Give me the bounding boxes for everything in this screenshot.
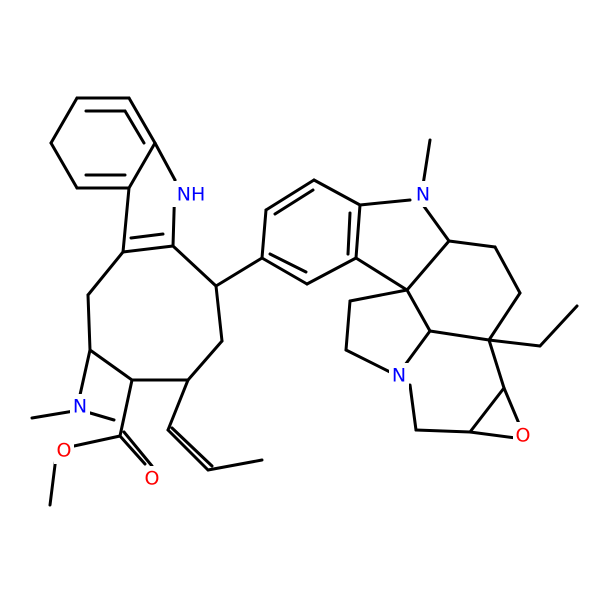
- bond-line: [348, 288, 409, 303]
- bond-line: [405, 239, 451, 292]
- bond-lines: [30, 96, 579, 507]
- bond-line: [214, 256, 264, 288]
- bond-line: [214, 284, 224, 343]
- bond-line: [487, 291, 522, 342]
- bond-line: [171, 244, 218, 288]
- bond-line: [268, 252, 308, 274]
- atom-label-bridge-n-methyl: N: [70, 394, 90, 420]
- bond-line: [403, 329, 432, 367]
- bond-line: [118, 378, 134, 438]
- bond-line: [186, 339, 224, 382]
- bond-line: [49, 141, 79, 190]
- bond-line: [346, 211, 352, 256]
- bond-line: [414, 428, 472, 434]
- bond-line: [273, 188, 315, 216]
- bond-line: [86, 293, 92, 352]
- bond-line: [487, 338, 542, 348]
- bond-line: [421, 203, 451, 243]
- bond-line: [88, 348, 134, 382]
- bond-line: [358, 198, 412, 207]
- bond-line: [121, 244, 175, 254]
- bond-line: [72, 434, 122, 448]
- bond-line: [127, 141, 157, 190]
- bond-line: [127, 96, 157, 145]
- bond-line: [48, 455, 58, 507]
- bond-line: [78, 348, 92, 397]
- bond-line: [122, 430, 154, 468]
- bond-line: [405, 288, 432, 333]
- svg-text:O: O: [516, 425, 531, 447]
- bond-line: [312, 178, 362, 207]
- svg-text:N: N: [73, 396, 87, 418]
- bond-line: [468, 386, 506, 434]
- bond-line: [487, 338, 506, 390]
- bond-line: [538, 304, 579, 348]
- bond-line: [121, 186, 131, 254]
- atom-label-indoline-n-methyl: N: [413, 181, 433, 207]
- bond-line: [408, 383, 418, 432]
- bond-line: [129, 232, 165, 240]
- bond-line: [421, 138, 432, 187]
- bond-line: [305, 256, 358, 286]
- atom-label-epoxide-o: O: [513, 422, 533, 448]
- svg-text:O: O: [57, 440, 72, 462]
- svg-text:NH: NH: [177, 184, 206, 206]
- svg-text:N: N: [416, 184, 430, 206]
- svg-text:N: N: [392, 365, 406, 387]
- bond-line: [502, 386, 522, 428]
- bond-line: [170, 426, 214, 468]
- bond-line: [260, 208, 268, 260]
- bond-line: [354, 256, 409, 292]
- bond-line: [153, 141, 177, 182]
- bond-line: [206, 458, 264, 472]
- bond-line: [344, 348, 392, 374]
- bond-line: [447, 239, 497, 249]
- bond-line: [49, 96, 79, 145]
- bond-line: [260, 256, 309, 286]
- bond-line: [468, 430, 518, 440]
- atom-label-carbonyl-o: O: [142, 466, 162, 492]
- bond-line: [344, 299, 352, 352]
- bond-line: [166, 378, 190, 432]
- atom-label-ester-methoxy-o: O: [54, 438, 74, 464]
- bond-line: [493, 245, 522, 295]
- bond-line: [428, 329, 491, 342]
- atom-label-indole-nh: NH: [172, 181, 212, 207]
- svg-text:O: O: [145, 468, 160, 490]
- atom-label-pyrrolidine-n: N: [389, 363, 409, 389]
- bond-line: [166, 428, 210, 472]
- atom-labels: NH N N N O O O: [54, 181, 533, 492]
- bond-line: [264, 178, 316, 212]
- bond-line: [354, 203, 362, 260]
- bond-line: [118, 434, 147, 466]
- bond-line: [86, 250, 125, 297]
- bond-line: [123, 109, 146, 145]
